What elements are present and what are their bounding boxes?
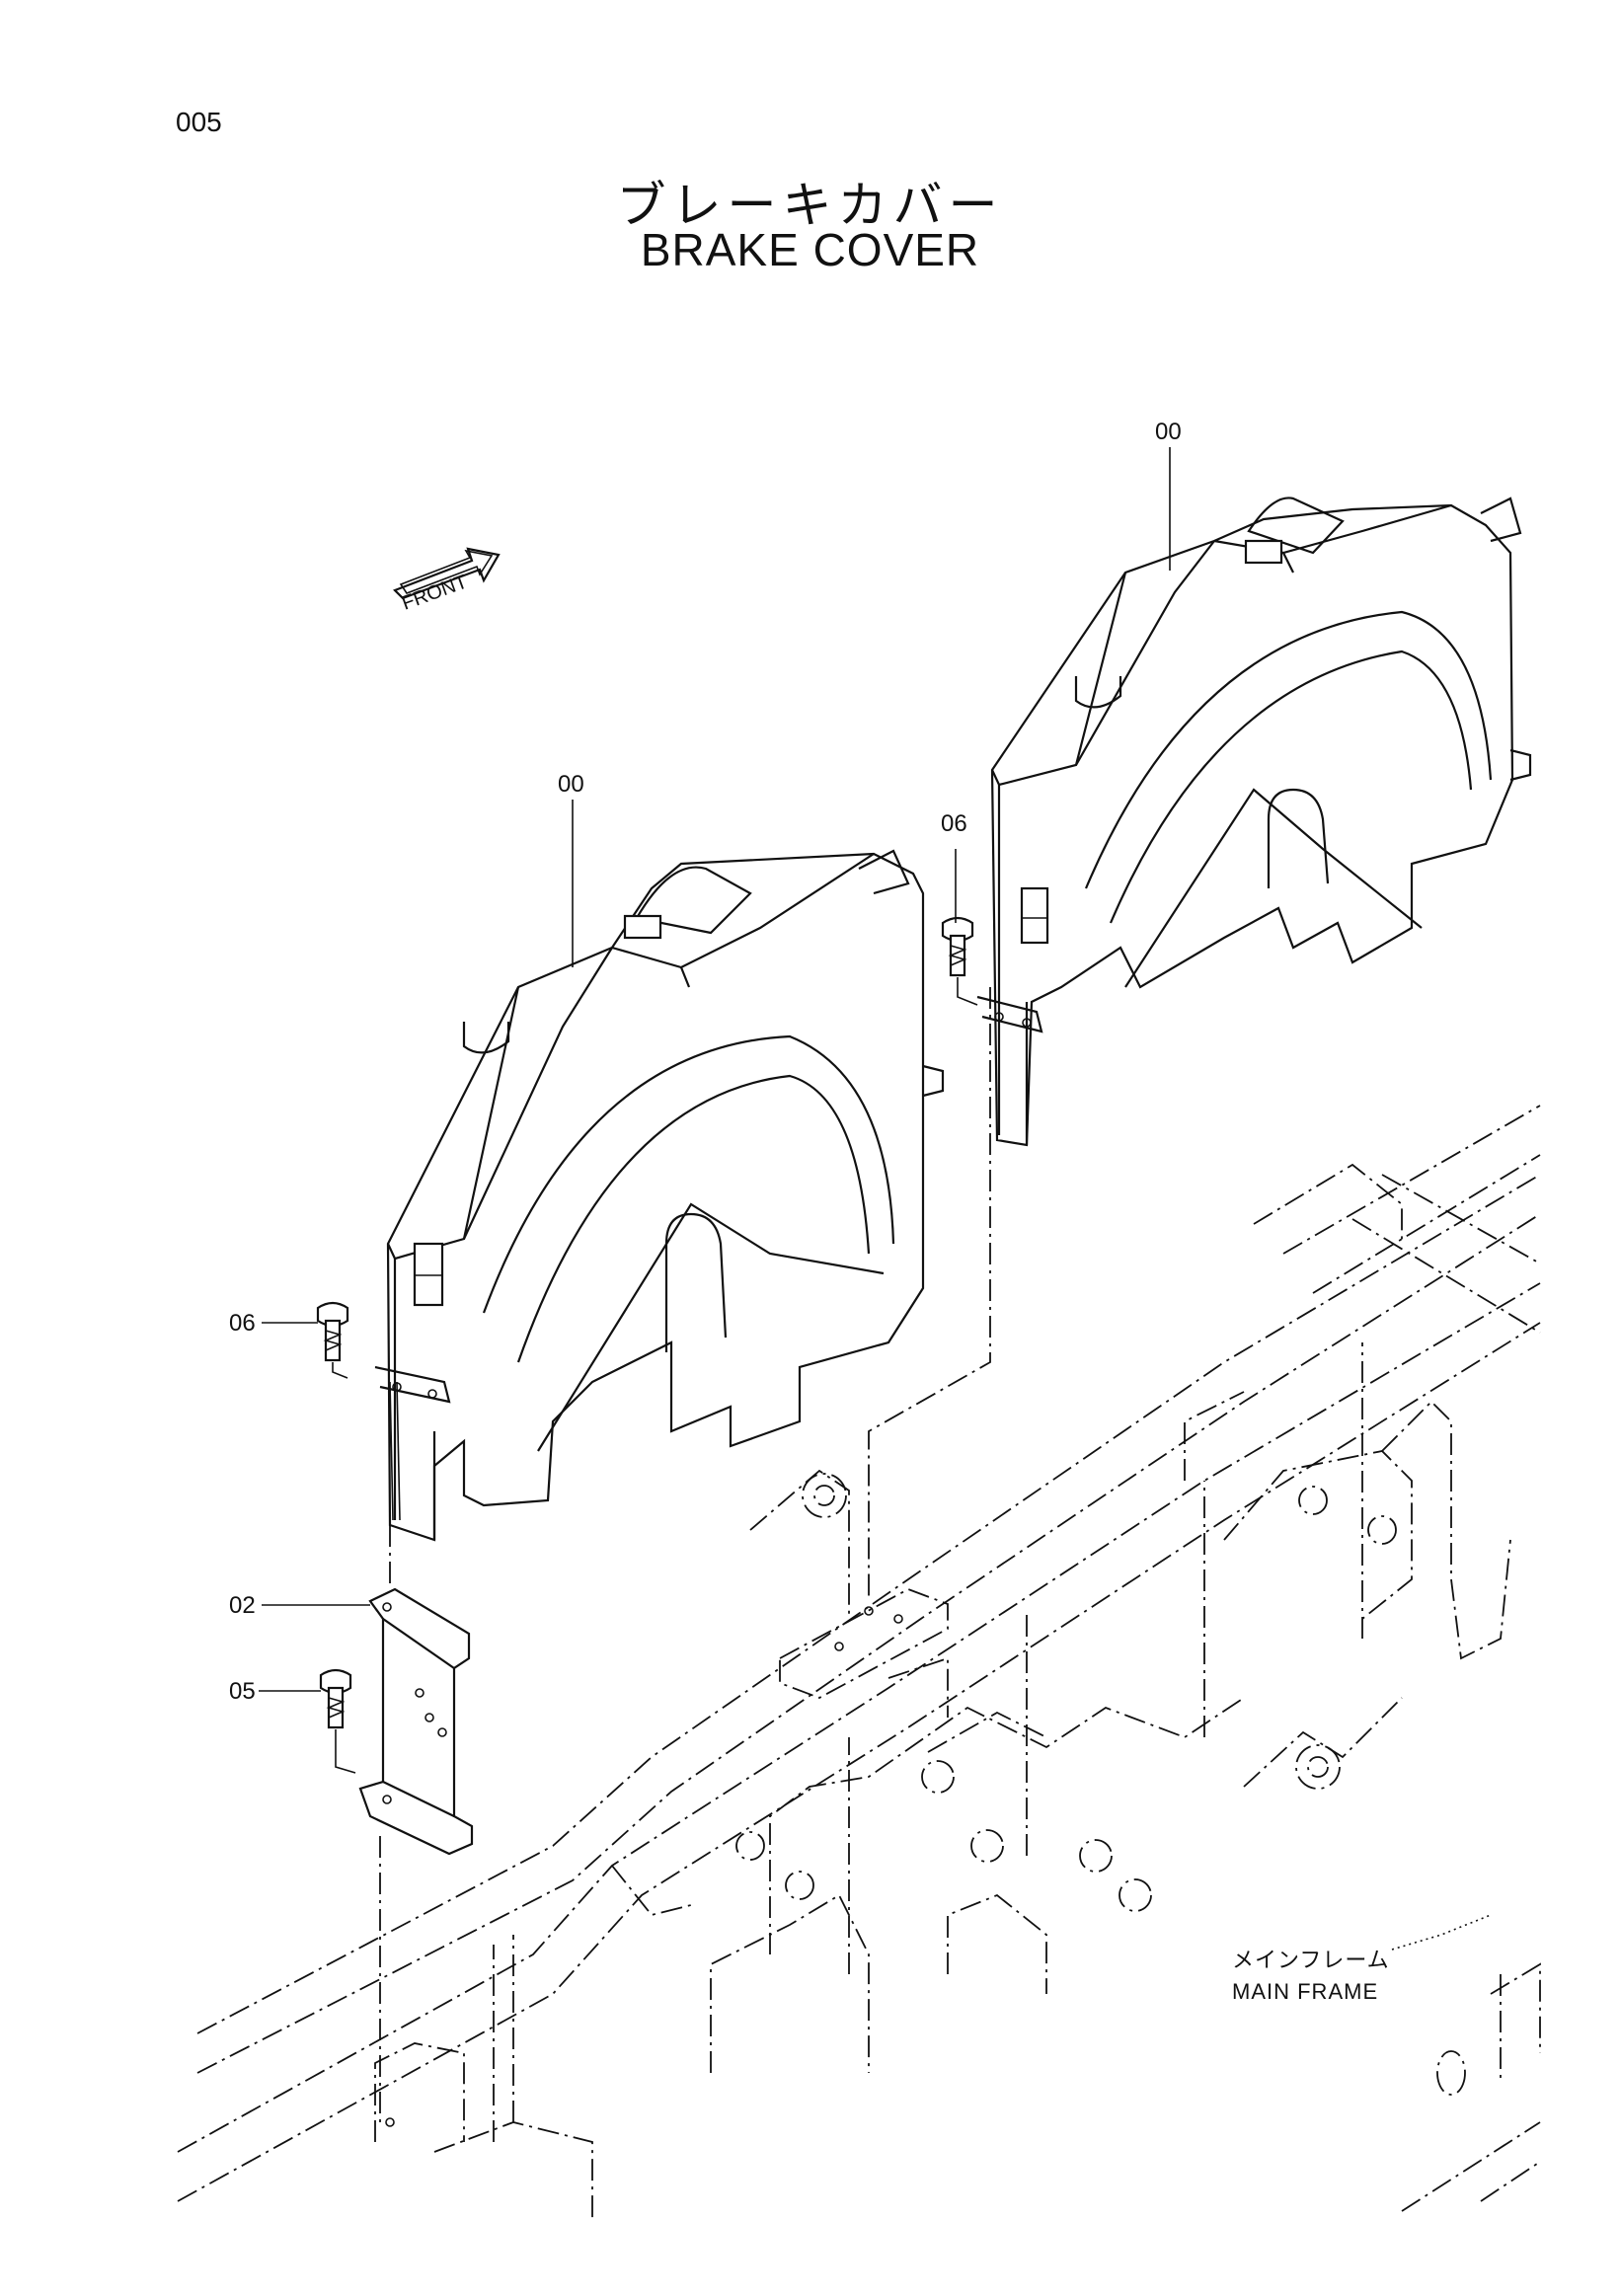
callout-label: 06 — [229, 1310, 256, 1337]
main-frame — [177, 1105, 1541, 2221]
assembly-lines — [332, 977, 991, 2122]
brake-cover-right — [976, 497, 1532, 1147]
bolt-left-part — [316, 1301, 349, 1362]
bolt-bracket-part — [319, 1668, 352, 1729]
main-frame-label-english: MAIN FRAME — [1232, 1979, 1378, 2004]
callout-label: 06 — [941, 810, 967, 837]
bolt-right-part — [941, 916, 974, 977]
callout-label: 00 — [1155, 419, 1182, 445]
brake-cover-left — [374, 849, 945, 1542]
page-number: 005 — [176, 107, 222, 137]
main-frame-label-japanese: メインフレーム — [1232, 1948, 1390, 1972]
callout-label: 02 — [229, 1592, 256, 1619]
callout-label: 05 — [229, 1678, 256, 1705]
title-english: BRAKE COVER — [640, 224, 980, 275]
callout-label: 00 — [558, 771, 584, 798]
bracket-part — [358, 1587, 474, 1856]
front-arrow: FRONT — [393, 547, 501, 615]
title-japanese: ブレーキカバー — [616, 177, 1004, 234]
